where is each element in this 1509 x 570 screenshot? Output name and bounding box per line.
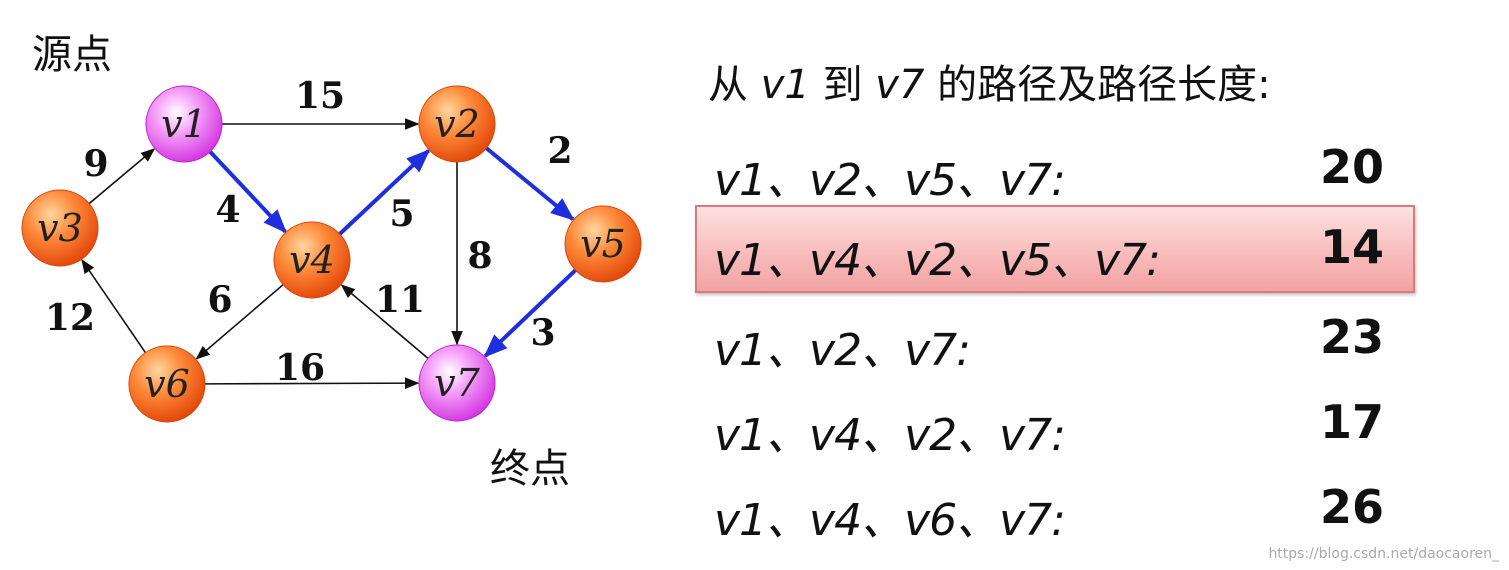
path-row: v1、v2、v5、v7: 20 — [714, 132, 1404, 212]
edge-v6-v7 — [204, 377, 420, 389]
edge-weight-v7-v4: 11 — [375, 279, 425, 321]
path-text: v1、v4、v6、v7: — [714, 495, 1066, 546]
path-row: v1、v2、v7: 23 — [714, 302, 1404, 382]
path-length: 17 — [1319, 395, 1384, 449]
node-circle — [21, 189, 99, 267]
edge-v5-v7 — [483, 268, 577, 358]
node-label: v4 — [289, 238, 335, 282]
path-length: 26 — [1319, 480, 1384, 534]
path-length: 23 — [1319, 310, 1384, 364]
title-suffix: 的路径及路径长度: — [937, 62, 1271, 108]
node-label: v1 — [161, 102, 207, 146]
edge-v3-v1 — [88, 148, 156, 205]
node-v7: v7 — [418, 344, 496, 422]
node-v6: v6 — [128, 345, 206, 423]
edge-v6-v3 — [81, 258, 147, 354]
node-label: v7 — [434, 361, 480, 405]
edge-weight-v5-v7: 3 — [530, 312, 555, 354]
edge-weight-v1-v2: 15 — [295, 75, 345, 117]
edge-weight-v2-v7: 8 — [467, 235, 492, 277]
node-circle — [418, 85, 496, 163]
title-from-node: v1 — [760, 62, 810, 108]
node-v3: v3 — [21, 189, 99, 267]
node-v2: v2 — [418, 85, 496, 163]
node-label: v2 — [434, 102, 480, 146]
title-mid: 到 — [822, 62, 863, 108]
edge-weight-v6-v3: 12 — [45, 297, 95, 339]
node-circle — [273, 221, 351, 299]
node-circle — [128, 345, 206, 423]
edge-weight-v3-v1: 9 — [83, 143, 108, 185]
path-row-highlighted: v1、v4、v2、v5、v7: 14 — [714, 212, 1404, 292]
path-length: 14 — [1319, 220, 1384, 274]
path-text: v1、v4、v2、v5、v7: — [714, 235, 1161, 286]
node-v5: v5 — [564, 205, 642, 283]
path-text: v1、v2、v5、v7: — [714, 155, 1066, 206]
node-circle — [564, 205, 642, 283]
node-label: v5 — [580, 222, 626, 266]
node-label: v3 — [37, 206, 83, 250]
graph-diagram: 15 9 4 5 2 83 11 6 12 16 v1 v2 v3 v4 v5 v6 v7 — [21, 75, 642, 423]
node-circle — [418, 344, 496, 422]
edge-weight-v4-v2: 5 — [389, 193, 414, 235]
path-text: v1、v4、v2、v7: — [714, 410, 1066, 461]
edge-weight-v2-v5: 2 — [547, 130, 572, 172]
title-prefix: 从 — [708, 62, 748, 108]
edge-v7-v4 — [340, 284, 429, 360]
source-label: 源点 — [32, 32, 112, 78]
edge-weight-v6-v7: 16 — [275, 347, 325, 389]
path-length: 20 — [1319, 140, 1384, 194]
path-row: v1、v4、v2、v7: 17 — [714, 387, 1404, 467]
node-circle — [145, 85, 223, 163]
watermark: https://blog.csdn.net/daocaoren_ — [1268, 546, 1499, 562]
edge-v2-v5 — [485, 146, 575, 221]
highlighted-row-background — [695, 205, 1415, 293]
panel-title: 从 v1 到 v7 的路径及路径长度: — [708, 52, 1271, 110]
path-text: v1、v2、v7: — [714, 325, 971, 376]
node-v1: v1 — [145, 85, 223, 163]
edge-weight-v4-v6: 6 — [207, 279, 232, 321]
sink-label: 终点 — [490, 446, 570, 492]
edge-v4-v2 — [338, 149, 431, 236]
node-label: v6 — [144, 362, 190, 406]
edge-v1-v4 — [208, 150, 287, 234]
edge-v4-v6 — [195, 284, 284, 360]
path-row: v1、v4、v6、v7: 26 — [714, 472, 1404, 552]
edge-weight-v1-v4: 4 — [215, 189, 240, 231]
node-v4: v4 — [273, 221, 351, 299]
title-to-node: v7 — [875, 62, 925, 108]
